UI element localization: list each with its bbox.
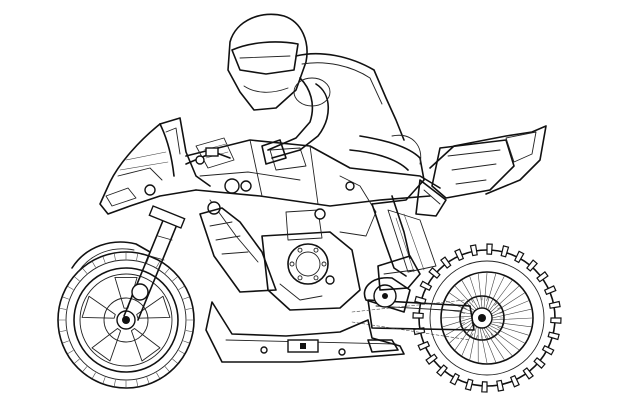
tail-light	[505, 131, 537, 163]
front-brake-disc	[103, 297, 149, 343]
front-fender	[71, 241, 151, 269]
rider-arm	[267, 77, 314, 151]
rear-wheel-spokes	[441, 272, 533, 364]
windscreen	[159, 123, 175, 177]
rear-wheel	[412, 243, 562, 393]
rider-shin	[371, 203, 407, 277]
front-tire-outer	[57, 251, 195, 389]
front-wheel	[57, 251, 195, 389]
rider-torso	[295, 52, 405, 141]
handlebar	[185, 147, 231, 165]
frame	[144, 137, 441, 263]
rear-rim	[440, 271, 534, 365]
rider	[227, 13, 425, 291]
front-tire-inner	[65, 259, 187, 381]
brake-caliper	[131, 283, 149, 301]
helmet-visor	[231, 41, 299, 75]
rider-glove	[261, 139, 287, 165]
rear-shock	[387, 209, 437, 273]
footpeg	[367, 339, 399, 353]
front-fairing	[99, 117, 211, 215]
tail-section	[387, 125, 547, 273]
engine	[199, 175, 377, 311]
front-fork	[71, 205, 186, 321]
front-tire-tread	[58, 252, 194, 388]
front-rim	[73, 267, 179, 373]
rider-knee	[391, 134, 422, 165]
engine-cover	[287, 243, 329, 285]
rear-tire-inner	[429, 260, 545, 376]
drive-chain	[351, 299, 471, 341]
belly-pan	[205, 301, 405, 363]
rider-boot	[377, 255, 421, 291]
headlight	[105, 187, 137, 207]
helmet	[227, 13, 308, 111]
rider-thigh	[359, 135, 425, 205]
rider-shoulder	[293, 77, 331, 107]
